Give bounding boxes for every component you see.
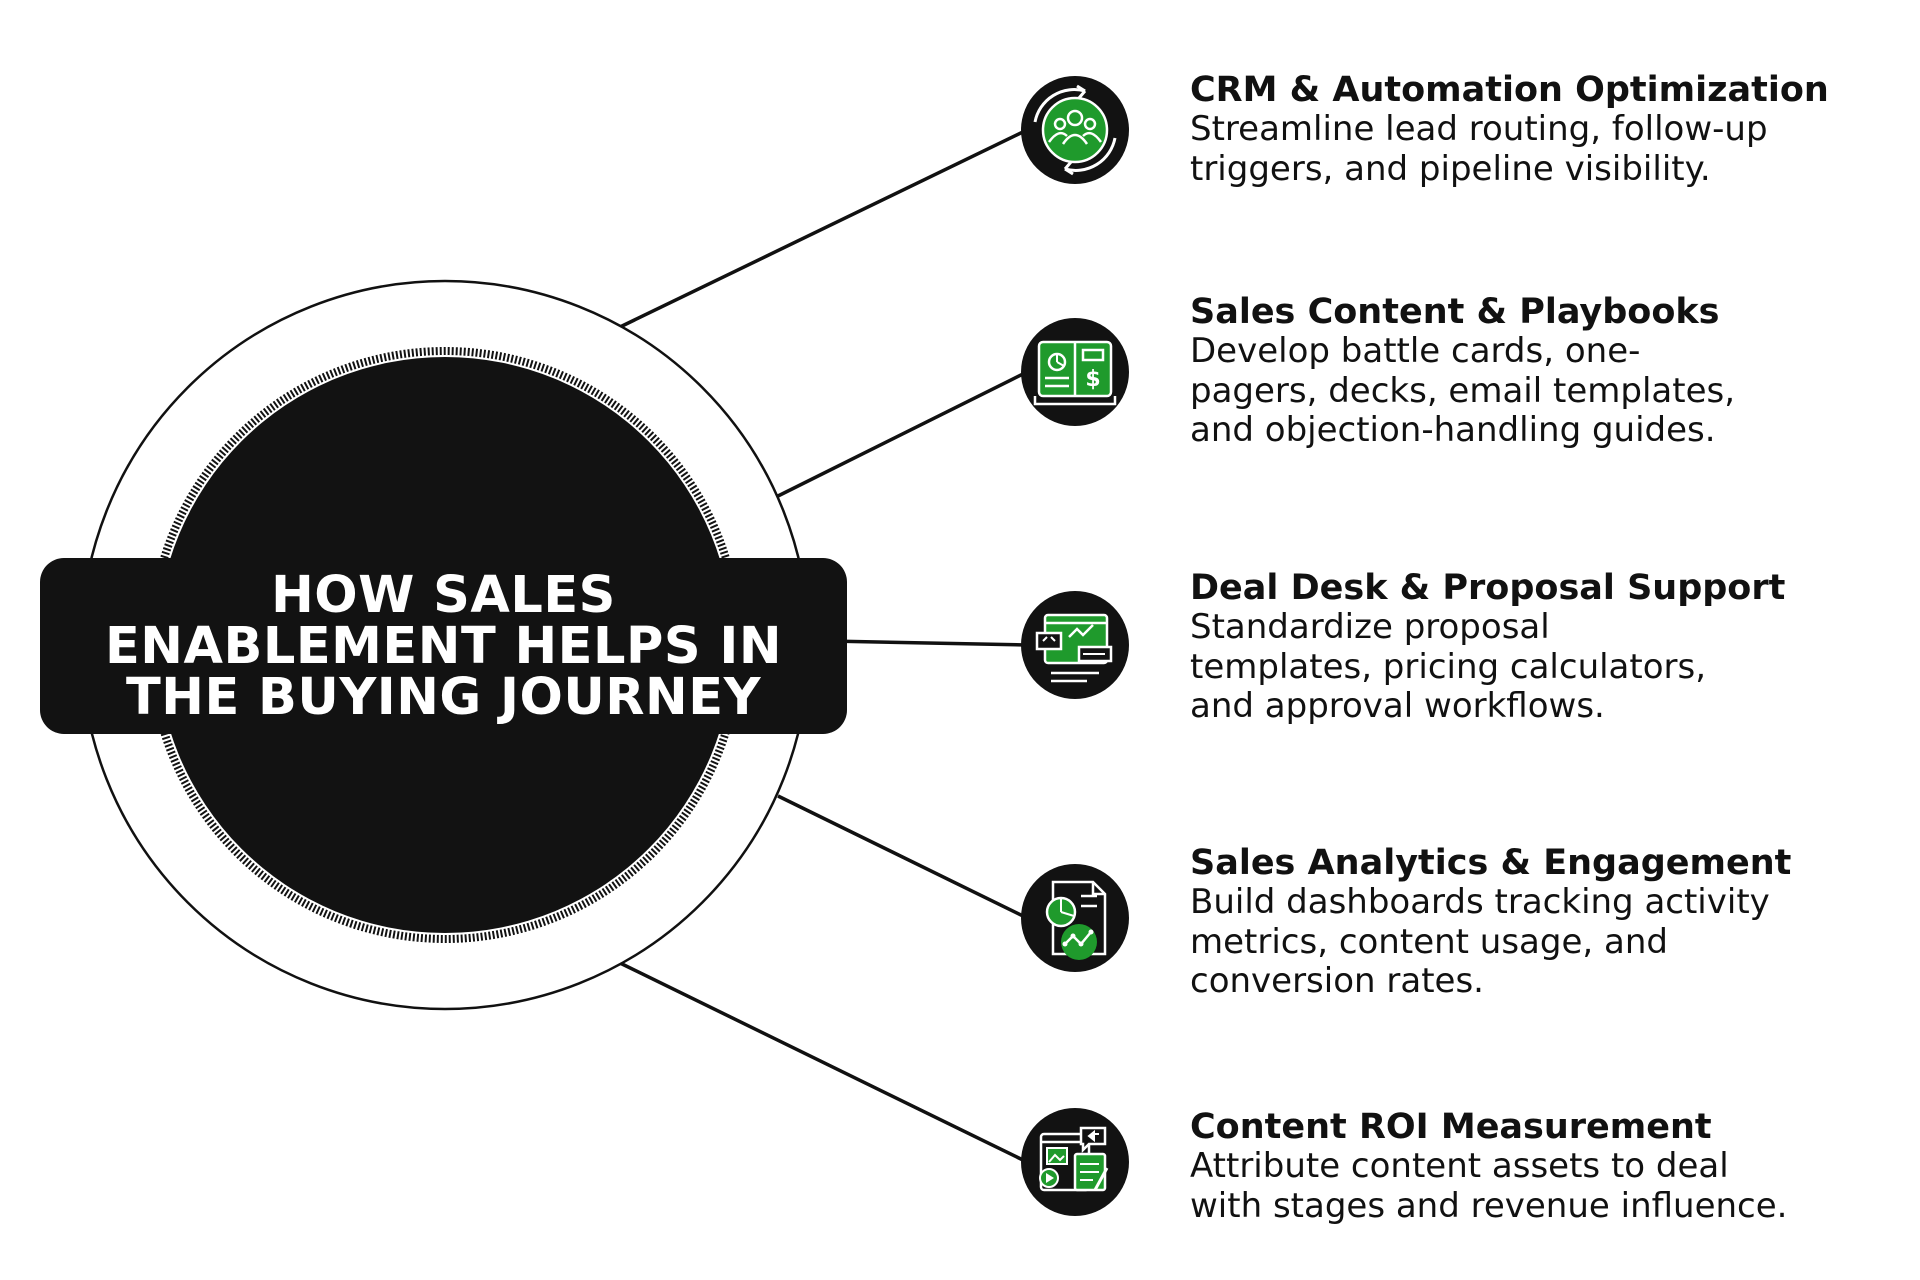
description-line: triggers, and pipeline visibility. [1190, 148, 1711, 189]
content-assets-icon [1021, 1108, 1129, 1216]
diagram-title: HOW SALES ENABLEMENT HELPS IN THE BUYING… [40, 570, 847, 723]
item-description: Attribute content assets to deal with st… [1190, 1146, 1890, 1226]
description-line: pagers, decks, email templates, [1190, 370, 1736, 411]
description-line: conversion rates. [1190, 961, 1484, 1001]
description-line: and objection-handling guides. [1190, 410, 1716, 450]
description-line: and approval workflows. [1190, 686, 1605, 726]
item-deal-desk-proposal: Deal Desk & Proposal Support Standardize… [1190, 568, 1890, 727]
description-line: Standardize proposal [1190, 607, 1550, 647]
description-line: Attribute content assets to deal [1190, 1146, 1729, 1186]
item-sales-analytics: Sales Analytics & Engagement Build dashb… [1190, 843, 1890, 1002]
item-title: Content ROI Measurement [1190, 1107, 1712, 1147]
description-line: Build dashboards tracking activity [1190, 882, 1770, 922]
item-description: Streamline lead routing, follow-up trigg… [1190, 109, 1890, 189]
connector-line-4 [777, 794, 1028, 920]
item-crm-automation: CRM & Automation Optimization Streamline… [1190, 70, 1890, 189]
analytics-report-icon [1021, 864, 1129, 972]
description-line: with stages and revenue influence. [1190, 1185, 1788, 1226]
connector-line-1 [619, 128, 1028, 329]
description-line: metrics, content usage, and [1190, 921, 1668, 962]
item-description: Standardize proposal templates, pricing … [1190, 607, 1890, 727]
connector-line-2 [777, 370, 1028, 498]
item-title: Sales Analytics & Engagement [1190, 843, 1792, 883]
connector-line-5 [619, 961, 1028, 1164]
item-title: CRM & Automation Optimization [1190, 70, 1829, 110]
proposal-dashboard-icon [1021, 591, 1129, 699]
team-gear-cycle-icon [1021, 76, 1129, 184]
title-line-2: ENABLEMENT HELPS IN [104, 616, 783, 676]
item-content-roi: Content ROI Measurement Attribute conten… [1190, 1107, 1890, 1226]
item-sales-content-playbooks: Sales Content & Playbooks Develop battle… [1190, 292, 1890, 451]
item-title: Deal Desk & Proposal Support [1190, 568, 1786, 608]
description-line: Develop battle cards, one- [1190, 331, 1641, 371]
description-line: templates, pricing calculators, [1190, 646, 1707, 687]
title-line-1: HOW SALES [271, 565, 616, 625]
item-description: Develop battle cards, one- pagers, decks… [1190, 331, 1890, 451]
item-title: Sales Content & Playbooks [1190, 292, 1720, 332]
svg-text:$: $ [1085, 367, 1100, 392]
item-description: Build dashboards tracking activity metri… [1190, 882, 1890, 1002]
open-playbook-icon: $ [1021, 318, 1129, 426]
title-banner: HOW SALES ENABLEMENT HELPS IN THE BUYING… [40, 558, 847, 734]
title-line-3: THE BUYING JOURNEY [125, 667, 762, 727]
description-line: Streamline lead routing, follow-up [1190, 109, 1768, 149]
